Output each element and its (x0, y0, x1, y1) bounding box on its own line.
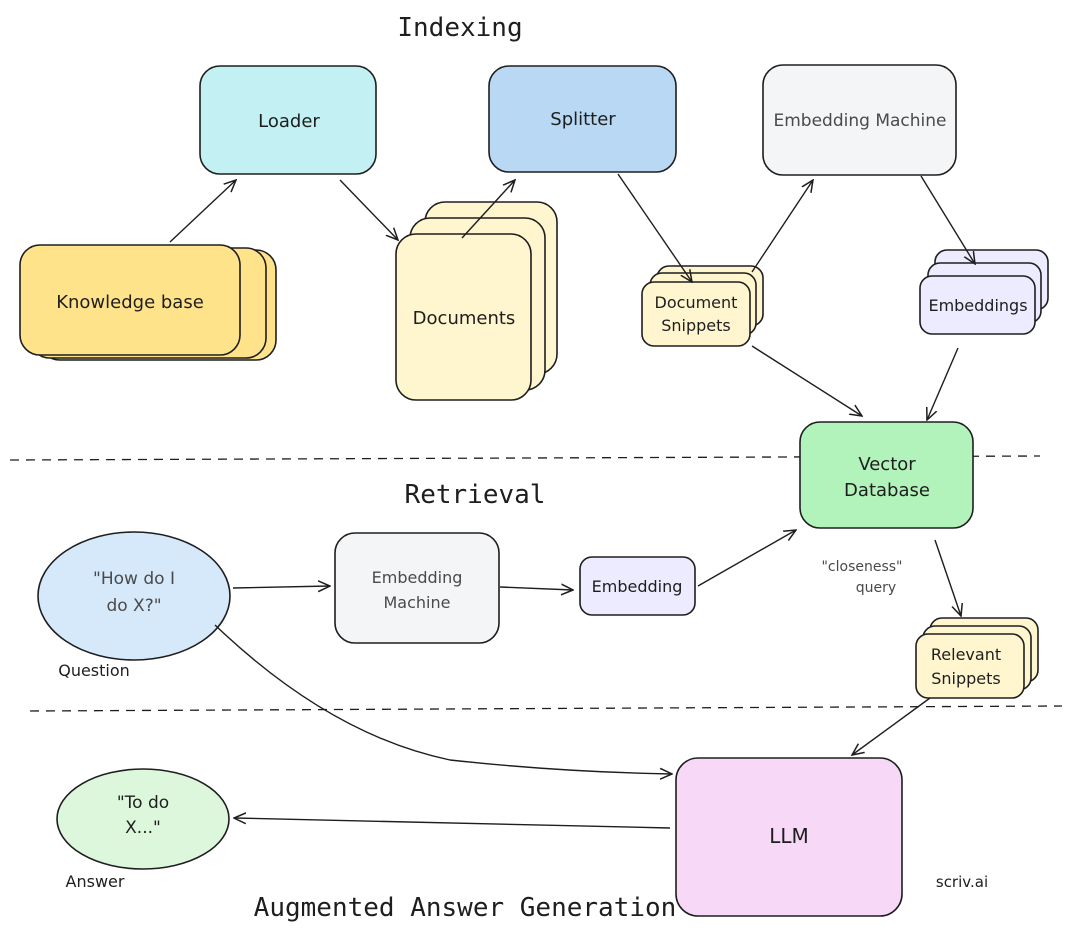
question-node: "How do I do X?" (37, 531, 231, 661)
embedding-machine-top-label: Embedding Machine (774, 111, 947, 131)
question-bubble (37, 531, 231, 661)
knowledge-base-node: Knowledge base (19, 244, 277, 361)
loader-label: Loader (258, 111, 320, 132)
document-snippets-box (641, 281, 751, 347)
section-divider-retrieval-generation (29, 705, 1063, 712)
arrow-documents-to-splitter (461, 180, 515, 239)
document-snippets-label-line-1: Document (655, 293, 738, 312)
documents-label: Documents (413, 308, 516, 329)
closeness-query-annotation-line-1: "closeness" (821, 559, 902, 575)
question-bubble-text-line-1: "How do I (93, 569, 175, 589)
answer-node: "To do X..." (56, 768, 230, 870)
embedding-machine-bottom-label-line-1: Embedding (372, 568, 463, 587)
embedding-machine-top-node: Embedding Machine (762, 64, 957, 176)
arrow-document-snippets-to-vector-database (751, 345, 862, 416)
credit-text: scriv.ai (936, 873, 988, 891)
vector-database-node: Vector Database (799, 421, 974, 529)
answer-caption: Answer (66, 872, 125, 891)
embedding-node: Embedding (579, 556, 696, 616)
document-snippets-label-line-2: Snippets (661, 316, 731, 335)
arrow-llm-to-answer (234, 818, 671, 829)
documents-node: Documents (395, 201, 558, 401)
relevant-snippets-label-line-1: Relevant (931, 645, 1001, 664)
document-snippets-node: Document Snippets (641, 265, 764, 347)
answer-bubble-text-line-1: "To do (117, 793, 169, 813)
relevant-snippets-box (915, 633, 1025, 699)
documents-box (395, 233, 532, 401)
splitter-label: Splitter (550, 109, 616, 130)
embedding-label: Embedding (592, 577, 683, 596)
vector-database-label-line-1: Vector (858, 454, 916, 475)
embedding-box (579, 556, 696, 616)
vector-database-label-line-2: Database (844, 480, 930, 501)
embedding-machine-bottom-node: Embedding Machine (334, 532, 500, 644)
section-title-indexing: Indexing (397, 13, 522, 43)
answer-bubble (56, 768, 230, 870)
arrow-embedding-machine-to-embeddings (920, 175, 975, 264)
arrow-relevant-snippets-to-llm (852, 697, 931, 755)
embeddings-box (919, 275, 1036, 335)
embedding-machine-bottom-box (334, 532, 500, 644)
question-bubble-text-line-2: do X?" (106, 596, 161, 616)
arrow-question-to-embedding-machine (232, 586, 330, 588)
loader-box (199, 65, 377, 175)
knowledge-base-box (19, 244, 241, 356)
section-title-generation: Augmented Answer Generation (254, 893, 677, 923)
arrow-vector-database-to-relevant-snippets (934, 539, 961, 616)
embeddings-node: Embeddings (919, 249, 1049, 335)
vector-database-box (799, 421, 974, 529)
arrow-loader-to-documents (339, 179, 398, 240)
embedding-machine-bottom-label-line-2: Machine (384, 593, 451, 612)
arrow-embeddings-to-vector-database (927, 347, 959, 420)
embedding-machine-top-box (762, 64, 957, 176)
arrow-document-snippets-to-embedding-machine (751, 180, 813, 273)
closeness-query-annotation-line-2: query (856, 580, 896, 596)
knowledge-base-label: Knowledge base (56, 292, 204, 313)
splitter-box (488, 65, 677, 173)
relevant-snippets-label-line-2: Snippets (931, 669, 1001, 688)
question-caption: Question (58, 661, 130, 680)
splitter-node: Splitter (488, 65, 677, 173)
answer-bubble-text-line-2: X..." (125, 818, 161, 838)
arrow-knowledge-base-to-loader (169, 180, 236, 243)
arrow-embedding-to-vector-database (697, 530, 796, 587)
llm-label: LLM (769, 824, 809, 848)
arrow-splitter-to-document-snippets (617, 173, 692, 282)
llm-node: LLM (675, 757, 903, 917)
arrow-embedding-machine-to-embedding (499, 587, 573, 590)
section-title-retrieval: Retrieval (405, 480, 546, 510)
relevant-snippets-node: Relevant Snippets (915, 617, 1039, 699)
arrow-question-to-llm (214, 624, 672, 774)
llm-box (675, 757, 903, 917)
loader-node: Loader (199, 65, 377, 175)
embeddings-label: Embeddings (928, 296, 1027, 315)
section-divider-indexing-retrieval (9, 455, 1041, 461)
